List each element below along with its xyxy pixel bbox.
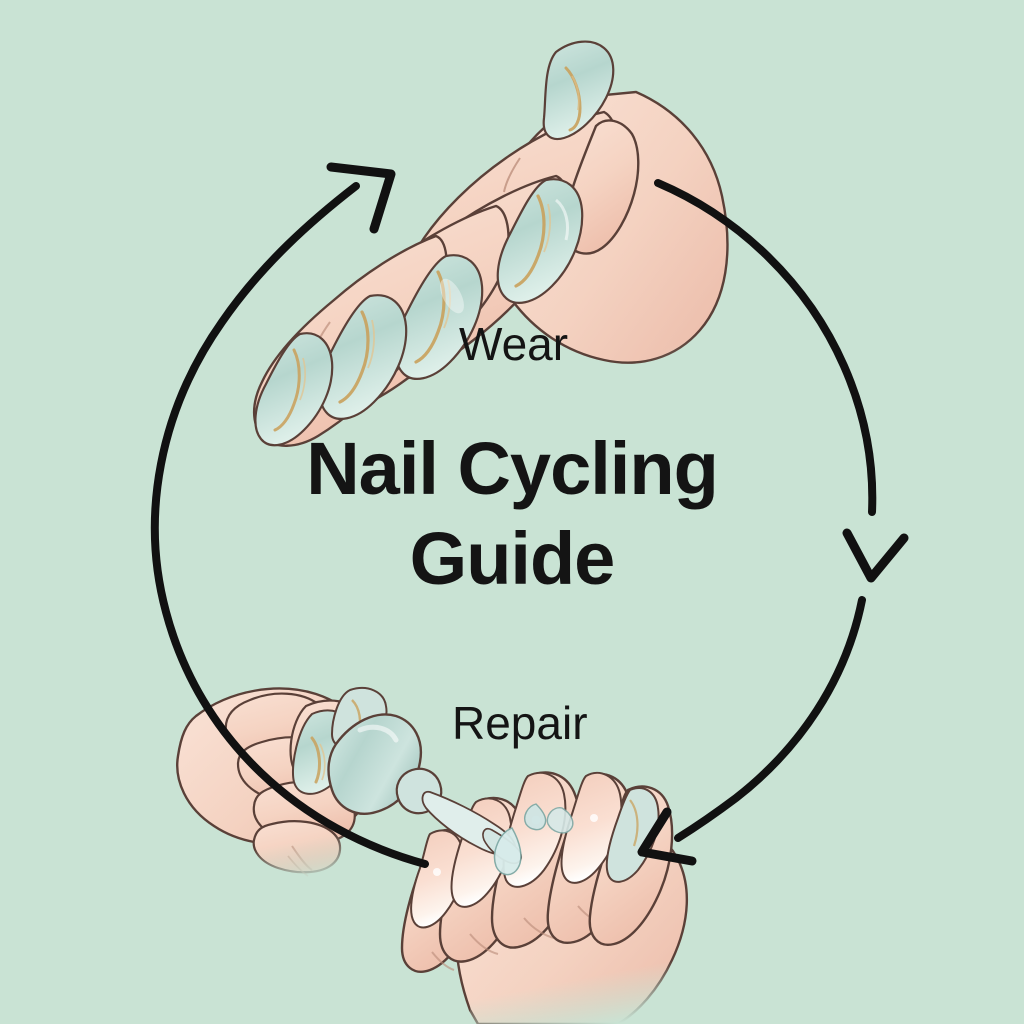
nail-ring [318,294,408,420]
serum-droplets [493,803,574,876]
arc-left [150,182,429,868]
cycle-step-label-repair: Repair [452,697,588,749]
nail-thumb [542,40,615,141]
arrow-right-head [842,528,909,583]
arrow-bottom-right-head [637,807,697,866]
arrow-top-left-head [326,162,396,234]
nail-middle [394,254,484,380]
cycle-step-label-wear: Wear [459,318,569,370]
arc-right-lower [674,596,866,842]
nail-pinky [254,332,334,447]
wear-hand-graphic [252,40,780,447]
arc-right-upper [654,179,877,516]
